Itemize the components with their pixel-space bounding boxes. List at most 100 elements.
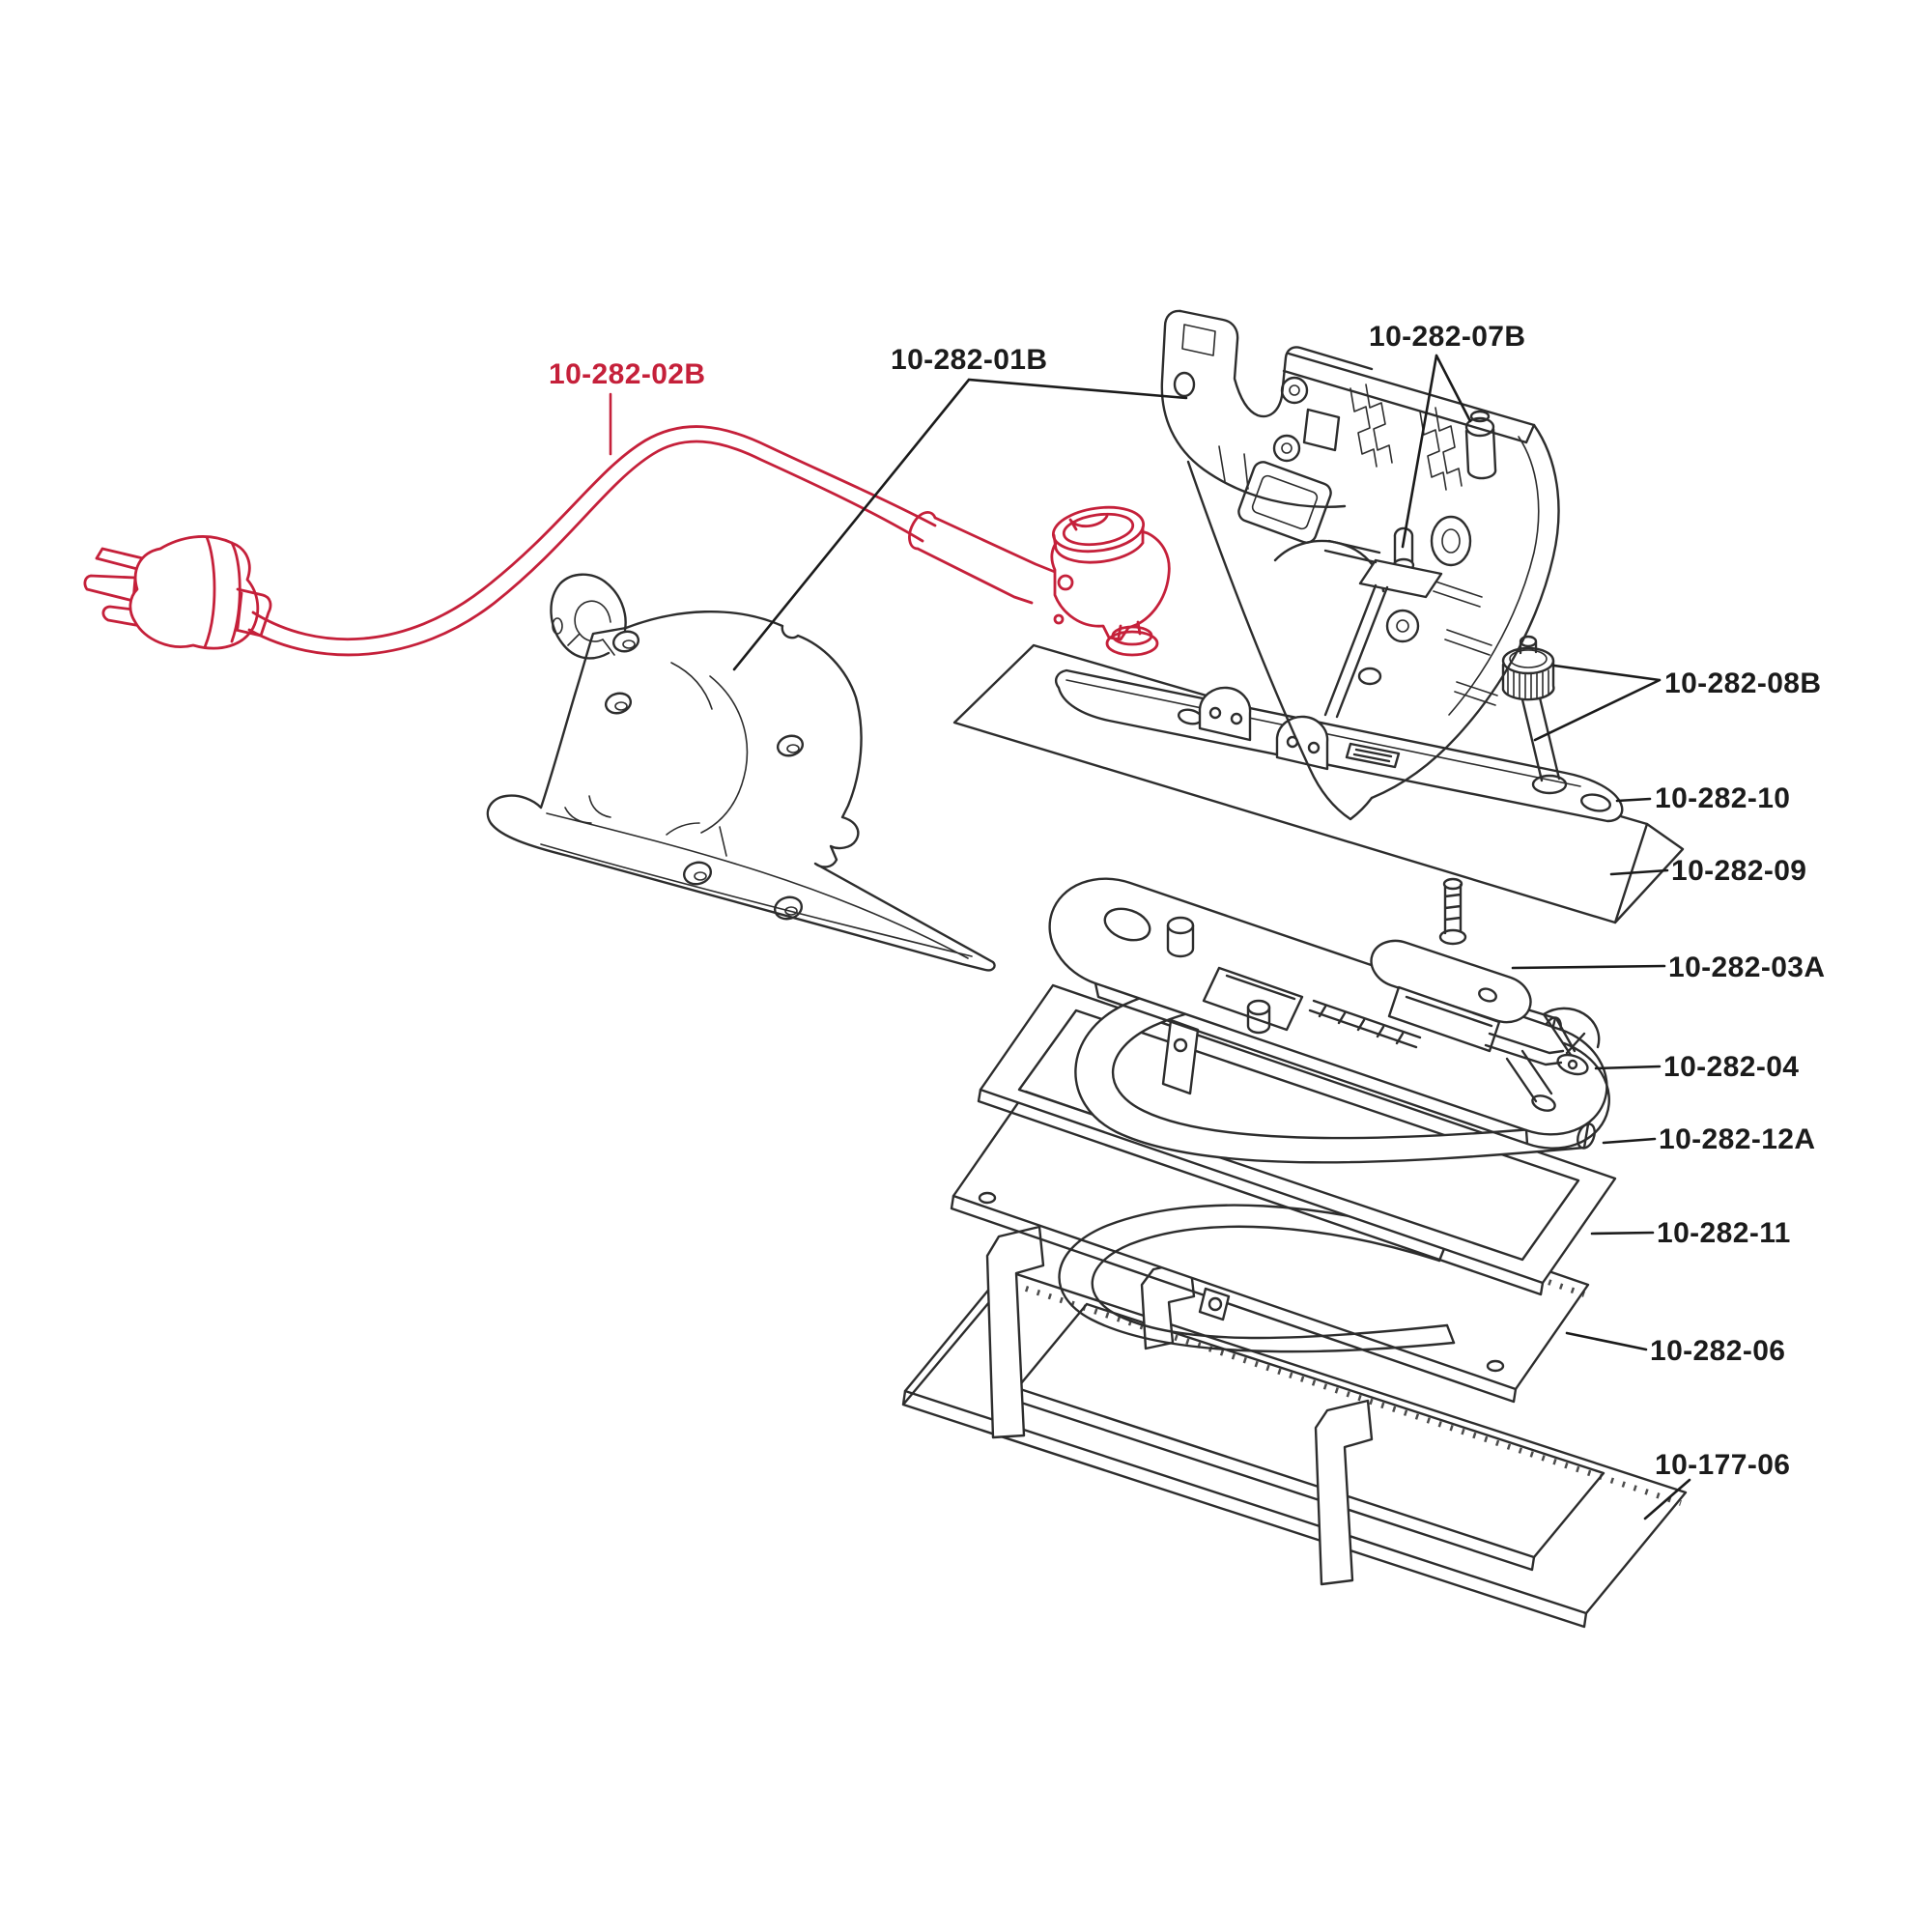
guide-pin-upper-cap (1469, 410, 1491, 423)
top-plate-thickness (1094, 981, 1610, 1150)
elbow-cap-dcut (1068, 514, 1109, 531)
hook-small-hole (552, 617, 563, 635)
leader-element (1602, 1137, 1657, 1145)
shell-right-hook-band (1160, 309, 1347, 508)
leader-bar (1615, 797, 1652, 803)
toe-ribs (564, 795, 611, 824)
part-label-heating-element: 10-282-12A (1659, 1123, 1815, 1155)
screw-hole-3 (776, 734, 805, 757)
plug-prong-ground (101, 605, 143, 628)
thermostat-arm (1484, 1032, 1565, 1066)
pin-plate-rods (1323, 583, 1389, 719)
bar-tab-left (1198, 686, 1252, 742)
shell-screw-boss-1-inner (1289, 384, 1300, 396)
shell-boss-large (1430, 515, 1472, 567)
part-label-thermostat: 10-282-03A (1668, 952, 1825, 983)
shell-left-face (486, 611, 996, 972)
corner-strut-foot (1531, 1094, 1556, 1112)
bar-slot (1345, 742, 1401, 769)
knob-cap-inner (1509, 649, 1548, 668)
guide-pin-lower-dome (1393, 526, 1414, 566)
leader-pins (1401, 354, 1472, 549)
part-label-gasket-frame: 10-282-11 (1657, 1217, 1791, 1249)
elbow-cap-inner (1062, 512, 1135, 547)
shell-left-hook (550, 573, 627, 660)
sole-hole-2 (773, 895, 804, 921)
part-label-top-plate: 10-282-04 (1663, 1051, 1799, 1083)
shell-left-hook-inner (567, 600, 615, 656)
shell-ledges (1433, 581, 1498, 706)
sole-plate-hole-left (978, 1191, 997, 1205)
pin-plate (1358, 558, 1443, 599)
fan-bracket-pad (1556, 1053, 1589, 1076)
guide-pin-upper-body (1464, 427, 1497, 480)
element-bracket (1161, 1018, 1200, 1095)
rail-louver-2 (1419, 407, 1463, 491)
shell-right-hook (1179, 309, 1374, 418)
leader-sole-plate (1565, 1331, 1648, 1351)
part-label-power-cord: 10-282-02B (549, 358, 705, 390)
part-label-handle-shell: 10-282-01B (891, 344, 1047, 376)
element-end-lower (1577, 1122, 1596, 1150)
leader-base-tray (1643, 1478, 1691, 1520)
top-plate-hole (1103, 907, 1151, 942)
thermostat-stem (1443, 883, 1463, 935)
tray-outline (903, 1268, 1688, 1615)
leader-gasket (1590, 1231, 1655, 1236)
sole-plate-hole-right (1486, 1359, 1505, 1373)
plug-prong-blade2 (83, 574, 137, 603)
groove-inner (1091, 1225, 1449, 1340)
knob-knurling (1507, 669, 1549, 700)
hook-slot (1181, 324, 1216, 356)
handle-shell-left (486, 573, 996, 972)
sole-hole-1 (682, 861, 713, 886)
hook-hole (1173, 371, 1196, 398)
handle-shell-right (1160, 309, 1560, 821)
groove-tab-hole (1208, 1296, 1223, 1312)
shell-opening-outer (1237, 461, 1332, 544)
part-label-sole-plate: 10-282-06 (1650, 1335, 1785, 1367)
screw-hole-1-inner (622, 639, 636, 649)
element-bracket-hole (1173, 1037, 1188, 1053)
groove-tab (1198, 1287, 1231, 1321)
mounting-bar (1055, 668, 1624, 823)
cord-inner (247, 440, 924, 657)
standoff-body (1166, 923, 1195, 958)
guide-pin-upper-dome (1464, 416, 1495, 438)
fan-bracket-hole (1567, 1059, 1578, 1070)
thermostat-stem-collar (1438, 928, 1467, 946)
heating-element (1074, 973, 1596, 1164)
knob-stub-top (1519, 635, 1538, 648)
sole-flange-edge (540, 843, 973, 957)
gasket-frame-thickness (977, 1088, 1545, 1296)
sunk-recess (1202, 966, 1304, 1032)
shell-screw-pad (1302, 408, 1341, 452)
grip-curve-1 (700, 675, 749, 834)
bar-oval-hole (1580, 793, 1611, 812)
shell-right-lower-edge (1186, 460, 1374, 821)
shell-boss-small-inner (1396, 619, 1409, 633)
grip-curve-2 (670, 662, 713, 710)
groove-outer (1058, 1204, 1456, 1353)
bar-tab-left-hole1 (1208, 706, 1222, 720)
shell-oval-boss (1357, 667, 1382, 686)
bar-outline (1055, 668, 1624, 823)
screw-hole-2 (604, 692, 633, 715)
screw-hole-2-inner (614, 701, 628, 711)
leader-lines (609, 354, 1691, 1520)
knob-post-foot (1531, 774, 1568, 795)
thermostat-body-line (1405, 995, 1493, 1028)
shell-right-rail (1282, 352, 1536, 444)
shell-screw-boss-2 (1272, 434, 1301, 463)
bar-tab-right-hole2 (1307, 741, 1321, 754)
elbow-screw-2 (1053, 613, 1065, 625)
elbow-foot (1105, 630, 1159, 657)
part-labels: 10-282-02B 10-282-01B 10-282-07B 10-282-… (549, 321, 1825, 1481)
leader-thermostat (1511, 964, 1666, 970)
terminal-strip (1308, 999, 1422, 1049)
leader-knob (1533, 664, 1662, 742)
power-cord-assembly (83, 425, 1171, 657)
screw-hole-3-inner (786, 744, 800, 753)
